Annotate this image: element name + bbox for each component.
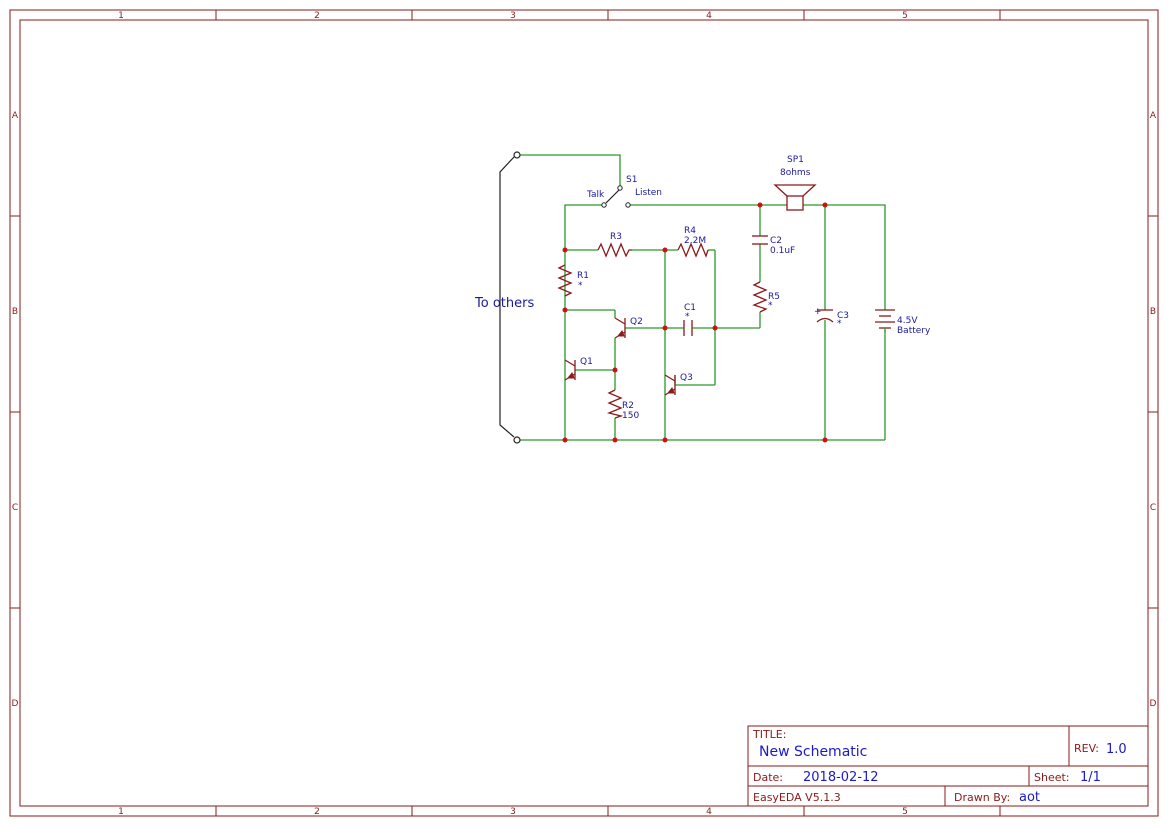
r1-ref: R1 <box>577 271 589 281</box>
col-label-bottom: 4 <box>706 807 712 817</box>
c1-ref: C1 <box>684 303 696 313</box>
c3-value: * <box>837 319 842 329</box>
tool-version: EasyEDA V5.1.3 <box>753 791 841 804</box>
col-label-top: 5 <box>902 11 908 21</box>
date-value: 2018-02-12 <box>803 770 879 785</box>
wires <box>520 154 886 441</box>
c2-value: 0.1uF <box>770 246 795 256</box>
c3-polarity: + <box>814 307 822 317</box>
s1-listen-label: Listen <box>635 188 662 198</box>
net-connector <box>499 151 521 444</box>
rev-label: REV: <box>1074 742 1099 755</box>
switch-s1 <box>601 185 631 208</box>
r4-ref: R4 <box>684 226 696 236</box>
col-label-top: 2 <box>314 11 320 21</box>
row-label-right: A <box>1150 111 1157 121</box>
row-label-left: A <box>12 111 19 121</box>
q3-ref: Q3 <box>680 373 693 383</box>
c3-ref: C3 <box>837 311 849 321</box>
r2-ref: R2 <box>622 401 634 411</box>
row-label-left: B <box>12 307 18 317</box>
col-label-top: 4 <box>706 11 712 21</box>
resistor-r2 <box>606 389 624 419</box>
r3-ref: R3 <box>610 232 622 242</box>
row-label-right: C <box>1150 503 1156 513</box>
battery-name: Battery <box>897 326 931 336</box>
net-label-to-others: To others <box>474 296 534 311</box>
sheet-frame: 1 2 3 4 5 1 2 3 4 5 A B C D A B C D <box>9 9 1159 817</box>
junctions <box>562 202 828 443</box>
col-label-top: 1 <box>118 11 124 21</box>
col-label-bottom: 2 <box>314 807 320 817</box>
s1-ref: S1 <box>626 175 637 185</box>
resistor-r1 <box>557 264 573 297</box>
r5-value: * <box>768 301 773 311</box>
q1-ref: Q1 <box>580 357 593 367</box>
rev-value: 1.0 <box>1106 742 1127 757</box>
r2-value: 150 <box>622 411 639 421</box>
q2-ref: Q2 <box>630 317 643 327</box>
sp1-ref: SP1 <box>787 155 804 165</box>
battery <box>875 309 895 332</box>
resistor-r5 <box>752 281 768 313</box>
speaker-sp1 <box>773 184 817 211</box>
sheet-label: Sheet: <box>1034 771 1070 784</box>
col-label-bottom: 5 <box>902 807 908 817</box>
resistor-r4 <box>677 242 709 258</box>
drawn-by-label: Drawn By: <box>954 791 1010 804</box>
drawn-by-value: aot <box>1019 790 1040 805</box>
resistor-r3 <box>597 242 632 258</box>
transistor-q1 <box>564 359 576 381</box>
r1-value: * <box>578 281 583 291</box>
row-label-left: D <box>12 699 19 709</box>
title-value: New Schematic <box>759 744 867 760</box>
transistor-q3 <box>664 374 676 396</box>
row-label-left: C <box>12 503 18 513</box>
title-label: TITLE: <box>752 728 786 741</box>
battery-voltage: 4.5V <box>897 316 918 326</box>
transistor-q2 <box>614 317 626 339</box>
r4-value: 2.2M <box>684 236 706 246</box>
r5-ref: R5 <box>768 292 780 302</box>
title-block: TITLE: New Schematic REV: 1.0 Date: 2018… <box>747 725 1149 807</box>
row-label-right: B <box>1150 307 1156 317</box>
c2-ref: C2 <box>770 236 782 246</box>
sp1-value: 8ohms <box>780 168 811 178</box>
row-label-right: D <box>1150 699 1157 709</box>
capacitor-c3 <box>816 309 834 323</box>
sheet-value: 1/1 <box>1080 770 1101 785</box>
col-label-bottom: 1 <box>118 807 124 817</box>
date-label: Date: <box>753 771 783 784</box>
s1-talk-label: Talk <box>586 190 605 200</box>
capacitor-c2 <box>752 235 768 245</box>
col-label-top: 3 <box>510 11 516 21</box>
col-label-bottom: 3 <box>510 807 516 817</box>
c1-value: * <box>685 312 690 322</box>
capacitor-c1 <box>683 320 693 336</box>
